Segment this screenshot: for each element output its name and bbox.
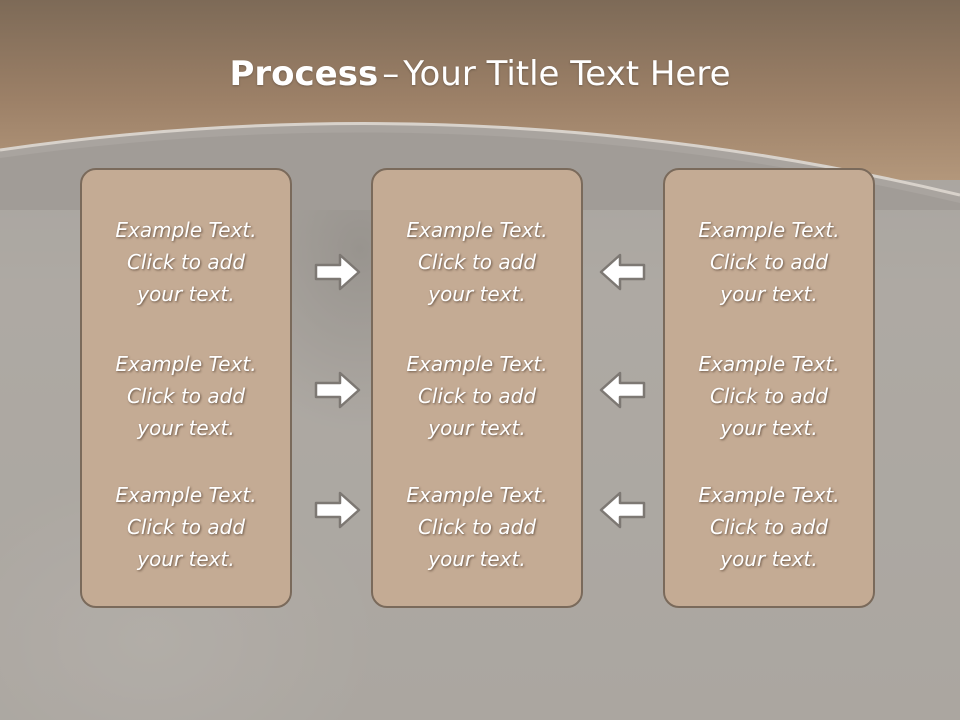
arrow-left-icon[interactable] <box>598 370 646 410</box>
text-item[interactable]: Example Text. Click to add your text. <box>373 348 581 444</box>
slide-title[interactable]: Process–Your Title Text Here <box>0 52 960 96</box>
text-line: Example Text. <box>115 352 257 376</box>
text-line: your text. <box>720 416 818 440</box>
text-line: your text. <box>428 416 526 440</box>
text-line: Click to add <box>709 515 829 539</box>
text-line: Click to add <box>417 250 537 274</box>
text-item[interactable]: Example Text. Click to add your text. <box>665 348 873 444</box>
text-line: Click to add <box>709 384 829 408</box>
text-line: Click to add <box>417 515 537 539</box>
text-line: your text. <box>137 547 235 571</box>
arrow-right-icon[interactable] <box>314 252 362 292</box>
text-line: your text. <box>428 282 526 306</box>
text-line: Click to add <box>709 250 829 274</box>
text-line: Example Text. <box>115 483 257 507</box>
text-line: your text. <box>137 416 235 440</box>
text-line: Example Text. <box>406 218 548 242</box>
text-item[interactable]: Example Text. Click to add your text. <box>665 214 873 310</box>
text-item[interactable]: Example Text. Click to add your text. <box>373 214 581 310</box>
text-line: Example Text. <box>698 483 840 507</box>
text-line: Example Text. <box>406 352 548 376</box>
text-line: Example Text. <box>698 352 840 376</box>
arrow-left-icon[interactable] <box>598 252 646 292</box>
text-line: Example Text. <box>406 483 548 507</box>
process-box-left[interactable]: Example Text. Click to add your text. Ex… <box>80 168 292 608</box>
process-box-center[interactable]: Example Text. Click to add your text. Ex… <box>371 168 583 608</box>
text-line: Example Text. <box>698 218 840 242</box>
arrow-right-icon[interactable] <box>314 490 362 530</box>
arrow-left-icon[interactable] <box>598 490 646 530</box>
process-box-right[interactable]: Example Text. Click to add your text. Ex… <box>663 168 875 608</box>
text-line: Click to add <box>126 250 246 274</box>
text-line: your text. <box>720 282 818 306</box>
text-item[interactable]: Example Text. Click to add your text. <box>82 214 290 310</box>
text-item[interactable]: Example Text. Click to add your text. <box>82 479 290 575</box>
title-bold: Process <box>229 54 379 94</box>
text-line: Click to add <box>417 384 537 408</box>
arrow-right-icon[interactable] <box>314 370 362 410</box>
title-rest: Your Title Text Here <box>403 54 731 94</box>
text-line: Click to add <box>126 515 246 539</box>
text-line: your text. <box>720 547 818 571</box>
text-item[interactable]: Example Text. Click to add your text. <box>373 479 581 575</box>
text-item[interactable]: Example Text. Click to add your text. <box>82 348 290 444</box>
text-item[interactable]: Example Text. Click to add your text. <box>665 479 873 575</box>
text-line: Example Text. <box>115 218 257 242</box>
title-dash: – <box>382 54 400 94</box>
text-line: your text. <box>137 282 235 306</box>
text-line: Click to add <box>126 384 246 408</box>
text-line: your text. <box>428 547 526 571</box>
